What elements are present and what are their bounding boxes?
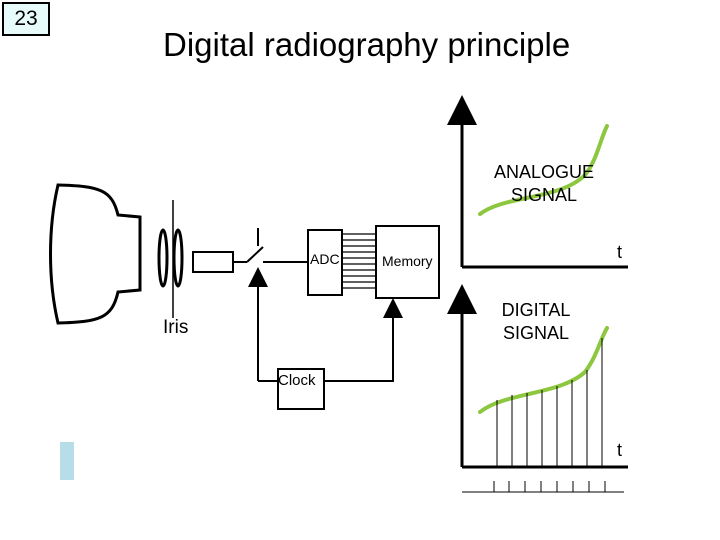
- lens-left: [157, 228, 169, 288]
- clock-box: [277, 368, 325, 410]
- slide-number: 23: [2, 2, 50, 36]
- camera-box: [192, 251, 234, 273]
- memory-box: [375, 225, 440, 299]
- analogue-signal-curve: [478, 124, 609, 216]
- digital-time-label: t: [617, 440, 623, 460]
- side-bar: [60, 442, 74, 480]
- digital-signal-label: DIGITAL SIGNAL: [501, 300, 571, 343]
- clock-to-memory: [324, 298, 403, 382]
- analogue-signal-label: ANALOGUE SIGNAL: [493, 162, 595, 205]
- switch: [246, 246, 264, 263]
- data-bus: [342, 233, 376, 289]
- analogue-time-label: t: [617, 242, 623, 262]
- memory-label: Memory: [382, 253, 433, 269]
- iris-label: Iris: [163, 317, 189, 338]
- lens-right: [172, 228, 184, 288]
- sample-lines: [496, 338, 603, 467]
- image-intensifier-outline: [49, 183, 142, 325]
- adc-box: [307, 229, 343, 296]
- time-ruler: [462, 481, 624, 493]
- adc-label: ADC: [310, 251, 340, 267]
- slide-title: Digital radiography principle: [163, 26, 571, 63]
- digital-signal-curve: [478, 326, 609, 414]
- clock-label: Clock: [278, 372, 316, 389]
